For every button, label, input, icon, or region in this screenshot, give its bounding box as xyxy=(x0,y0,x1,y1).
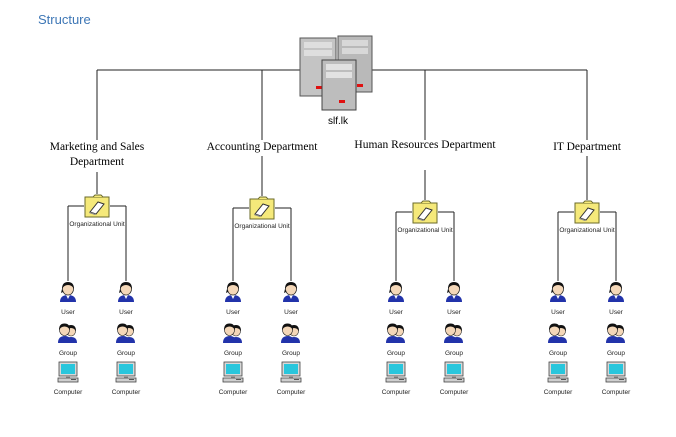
member-computer: Computer xyxy=(594,361,638,396)
member-group: Group xyxy=(46,322,90,357)
group-icon xyxy=(269,322,313,349)
group-icon xyxy=(46,322,90,349)
organizational-unit-label: Organizational Unit xyxy=(234,223,290,230)
member-user: User xyxy=(432,281,476,316)
user-label: User xyxy=(551,309,565,316)
department-title: Marketing and Sales Department xyxy=(49,141,145,168)
group-icon xyxy=(211,322,255,349)
computer-label: Computer xyxy=(439,389,469,396)
user-icon xyxy=(374,281,418,308)
member-user: User xyxy=(536,281,580,316)
member-user: User xyxy=(374,281,418,316)
member-group: Group xyxy=(374,322,418,357)
member-computer: Computer xyxy=(46,361,90,396)
user-label: User xyxy=(284,309,298,316)
group-icon xyxy=(104,322,148,349)
member-computer: Computer xyxy=(374,361,418,396)
computer-icon xyxy=(432,361,476,388)
computer-label: Computer xyxy=(276,389,306,396)
member-group: Group xyxy=(269,322,313,357)
member-group: Group xyxy=(432,322,476,357)
organizational-unit-icon xyxy=(84,194,110,218)
group-label: Group xyxy=(606,350,626,357)
computer-icon xyxy=(536,361,580,388)
group-icon xyxy=(536,322,580,349)
member-computer: Computer xyxy=(536,361,580,396)
computer-icon xyxy=(104,361,148,388)
department-title: IT Department xyxy=(553,141,621,153)
user-label: User xyxy=(226,309,240,316)
member-computer: Computer xyxy=(104,361,148,396)
user-icon xyxy=(536,281,580,308)
group-label: Group xyxy=(444,350,464,357)
diagram-heading: Structure xyxy=(38,12,91,27)
group-label: Group xyxy=(281,350,301,357)
group-icon xyxy=(432,322,476,349)
organizational-unit-label: Organizational Unit xyxy=(69,221,125,228)
user-icon xyxy=(594,281,638,308)
user-label: User xyxy=(447,309,461,316)
organizational-unit-label: Organizational Unit xyxy=(559,227,615,234)
user-icon xyxy=(104,281,148,308)
member-computer: Computer xyxy=(211,361,255,396)
department-title: Human Resources Department xyxy=(354,139,496,151)
organizational-unit-icon xyxy=(249,196,275,220)
computer-label: Computer xyxy=(53,389,83,396)
user-label: User xyxy=(609,309,623,316)
group-icon xyxy=(374,322,418,349)
user-label: User xyxy=(119,309,133,316)
group-label: Group xyxy=(58,350,78,357)
computer-icon xyxy=(594,361,638,388)
computer-icon xyxy=(374,361,418,388)
user-icon xyxy=(269,281,313,308)
member-computer: Computer xyxy=(269,361,313,396)
computer-icon xyxy=(211,361,255,388)
member-user: User xyxy=(46,281,90,316)
member-user: User xyxy=(269,281,313,316)
organizational-unit-icon xyxy=(412,200,438,224)
member-user: User xyxy=(211,281,255,316)
member-user: User xyxy=(594,281,638,316)
member-group: Group xyxy=(104,322,148,357)
group-label: Group xyxy=(116,350,136,357)
organizational-unit-icon xyxy=(574,200,600,224)
department-title: Accounting Department xyxy=(206,141,318,153)
member-group: Group xyxy=(536,322,580,357)
group-icon xyxy=(594,322,638,349)
computer-label: Computer xyxy=(601,389,631,396)
organizational-unit-label: Organizational Unit xyxy=(397,227,453,234)
user-icon xyxy=(46,281,90,308)
member-user: User xyxy=(104,281,148,316)
user-icon xyxy=(432,281,476,308)
server-icon xyxy=(298,34,378,112)
group-label: Group xyxy=(386,350,406,357)
group-label: Group xyxy=(548,350,568,357)
computer-icon xyxy=(269,361,313,388)
member-computer: Computer xyxy=(432,361,476,396)
computer-label: Computer xyxy=(543,389,573,396)
computer-label: Computer xyxy=(381,389,411,396)
root-domain-label: slf.lk xyxy=(328,116,348,127)
computer-label: Computer xyxy=(218,389,248,396)
member-group: Group xyxy=(211,322,255,357)
member-group: Group xyxy=(594,322,638,357)
user-icon xyxy=(211,281,255,308)
computer-label: Computer xyxy=(111,389,141,396)
user-label: User xyxy=(389,309,403,316)
group-label: Group xyxy=(223,350,243,357)
user-label: User xyxy=(61,309,75,316)
computer-icon xyxy=(46,361,90,388)
